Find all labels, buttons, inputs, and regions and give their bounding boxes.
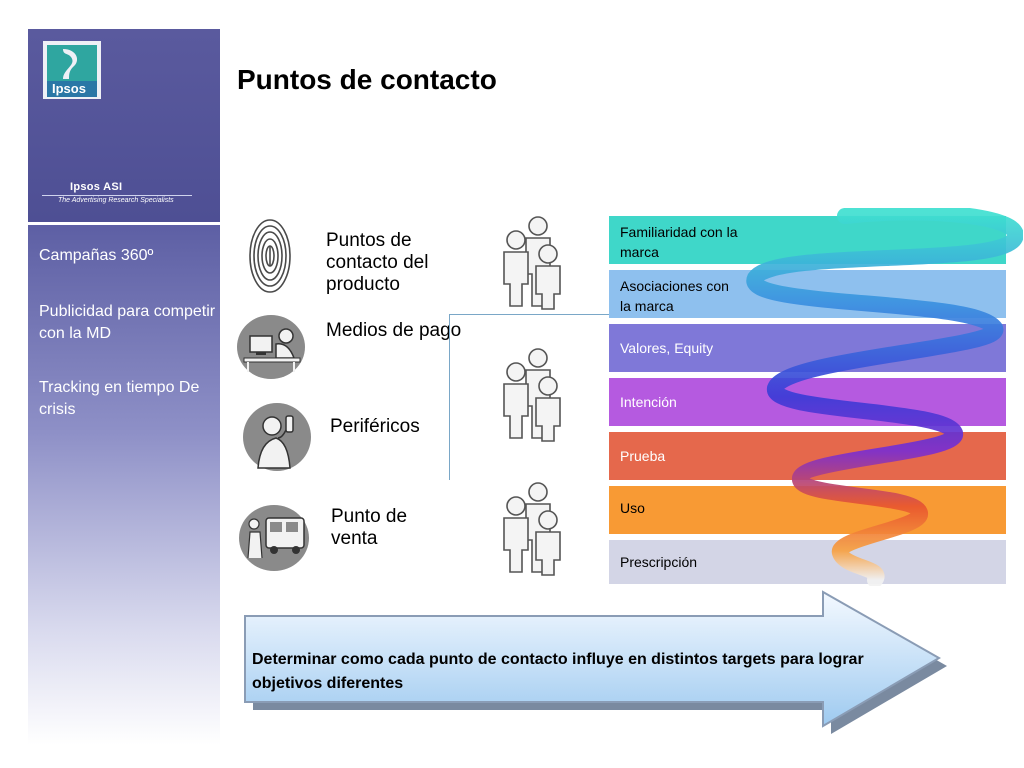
brand-tagline: The Advertising Research Specialists [58,197,174,204]
page-title: Puntos de contacto [237,64,497,95]
touchpoint-venta-label: Punto de venta [331,506,408,549]
people-group-icon [503,348,561,442]
stage-label: Valores, Equity [620,340,714,356]
stage-label: Uso [620,500,645,516]
ipsos-logo: Ipsos [43,41,101,99]
stage-label: Asociaciones con la marca [620,278,729,314]
svg-text:Ipsos: Ipsos [52,81,86,96]
sidebar-item-tracking[interactable]: Tracking en tiempo De crisis [39,379,200,418]
brand-name: Ipsos ASI [70,181,123,193]
connector-line [449,314,609,315]
stage-label: Prescripción [620,554,698,570]
sidebar-header: Ipsos Ipsos ASI The Advertising Research… [28,29,220,222]
sidebar-item-campanas[interactable]: Campañas 360º [39,247,154,264]
bus-stop-icon [239,505,309,571]
touchpoint-perifericos-label: Periféricos [330,416,420,437]
stage-label: Prueba [620,448,666,464]
fingerprint-icon [249,219,291,293]
stage-label: Intención [620,394,677,410]
conclusion-arrow [244,590,947,734]
brand-divider [42,195,192,196]
connector-line [449,314,450,480]
touchpoint-medios-label: Medios de pago [326,320,462,341]
spiral-graphic [746,208,1023,586]
people-group-icon [503,216,561,310]
sidebar-item-publicidad[interactable]: Publicidad para competir con la MD [39,303,216,342]
stage-label: Familiaridad con la marca [620,224,738,260]
phone-user-icon [243,403,311,471]
people-group-icon [503,482,561,576]
computer-user-icon [237,315,305,379]
stage-prescripcion: Prescripción [609,540,1006,584]
conclusion-text: Determinar como cada punto de contacto i… [252,651,864,692]
sidebar-nav: Campañas 360º Publicidad para competir c… [28,225,220,745]
touchpoint-producto-label: Puntos de contacto del producto [326,230,429,295]
